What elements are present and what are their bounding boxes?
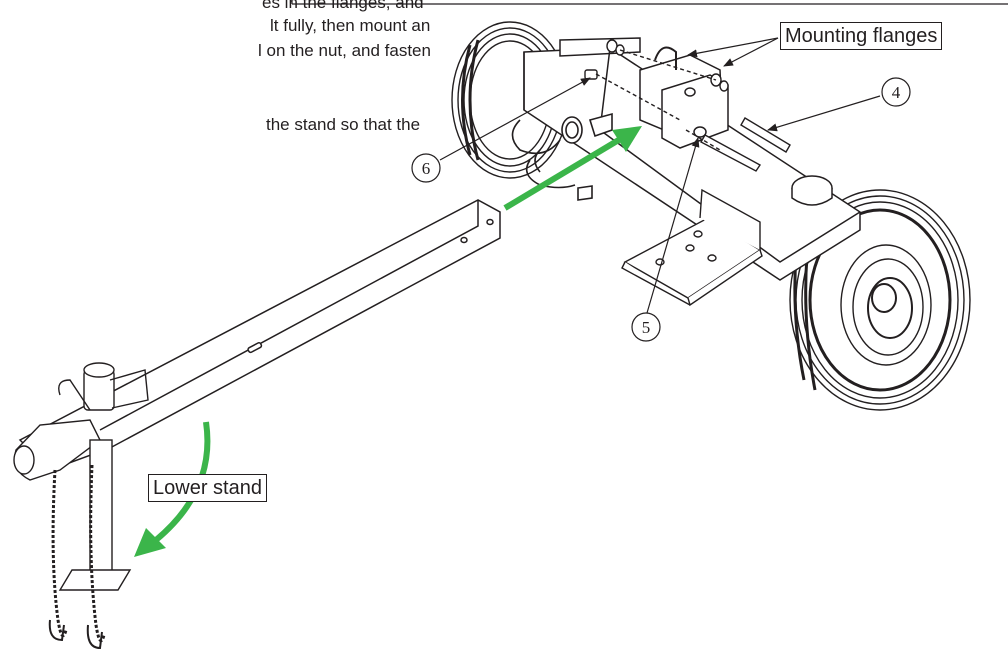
balloon-6: 6 [411,153,441,183]
mounting-plate [621,188,763,307]
hitch-assembly [13,362,149,650]
balloon-5: 5 [631,312,661,342]
leader-lines [439,37,881,314]
bolts [584,39,791,172]
balloon-4: 4 [881,77,911,107]
hoses [511,112,613,201]
instruction-line-1: es in the flanges, and [262,0,424,12]
instruction-line-3: l on the nut, and fasten [258,41,431,60]
instruction-line-2: lt fully, then mount an [270,16,431,35]
balloon-5-label: 5 [642,318,651,337]
insert-arrow [503,126,642,211]
mounting-flanges-callout: Mounting flanges [780,22,943,50]
balloon-4-label: 4 [892,83,901,102]
lower-stand-callout: Lower stand [148,474,267,502]
instruction-line-4: the stand so that the [266,115,421,134]
balloon-6-label: 6 [422,159,431,178]
